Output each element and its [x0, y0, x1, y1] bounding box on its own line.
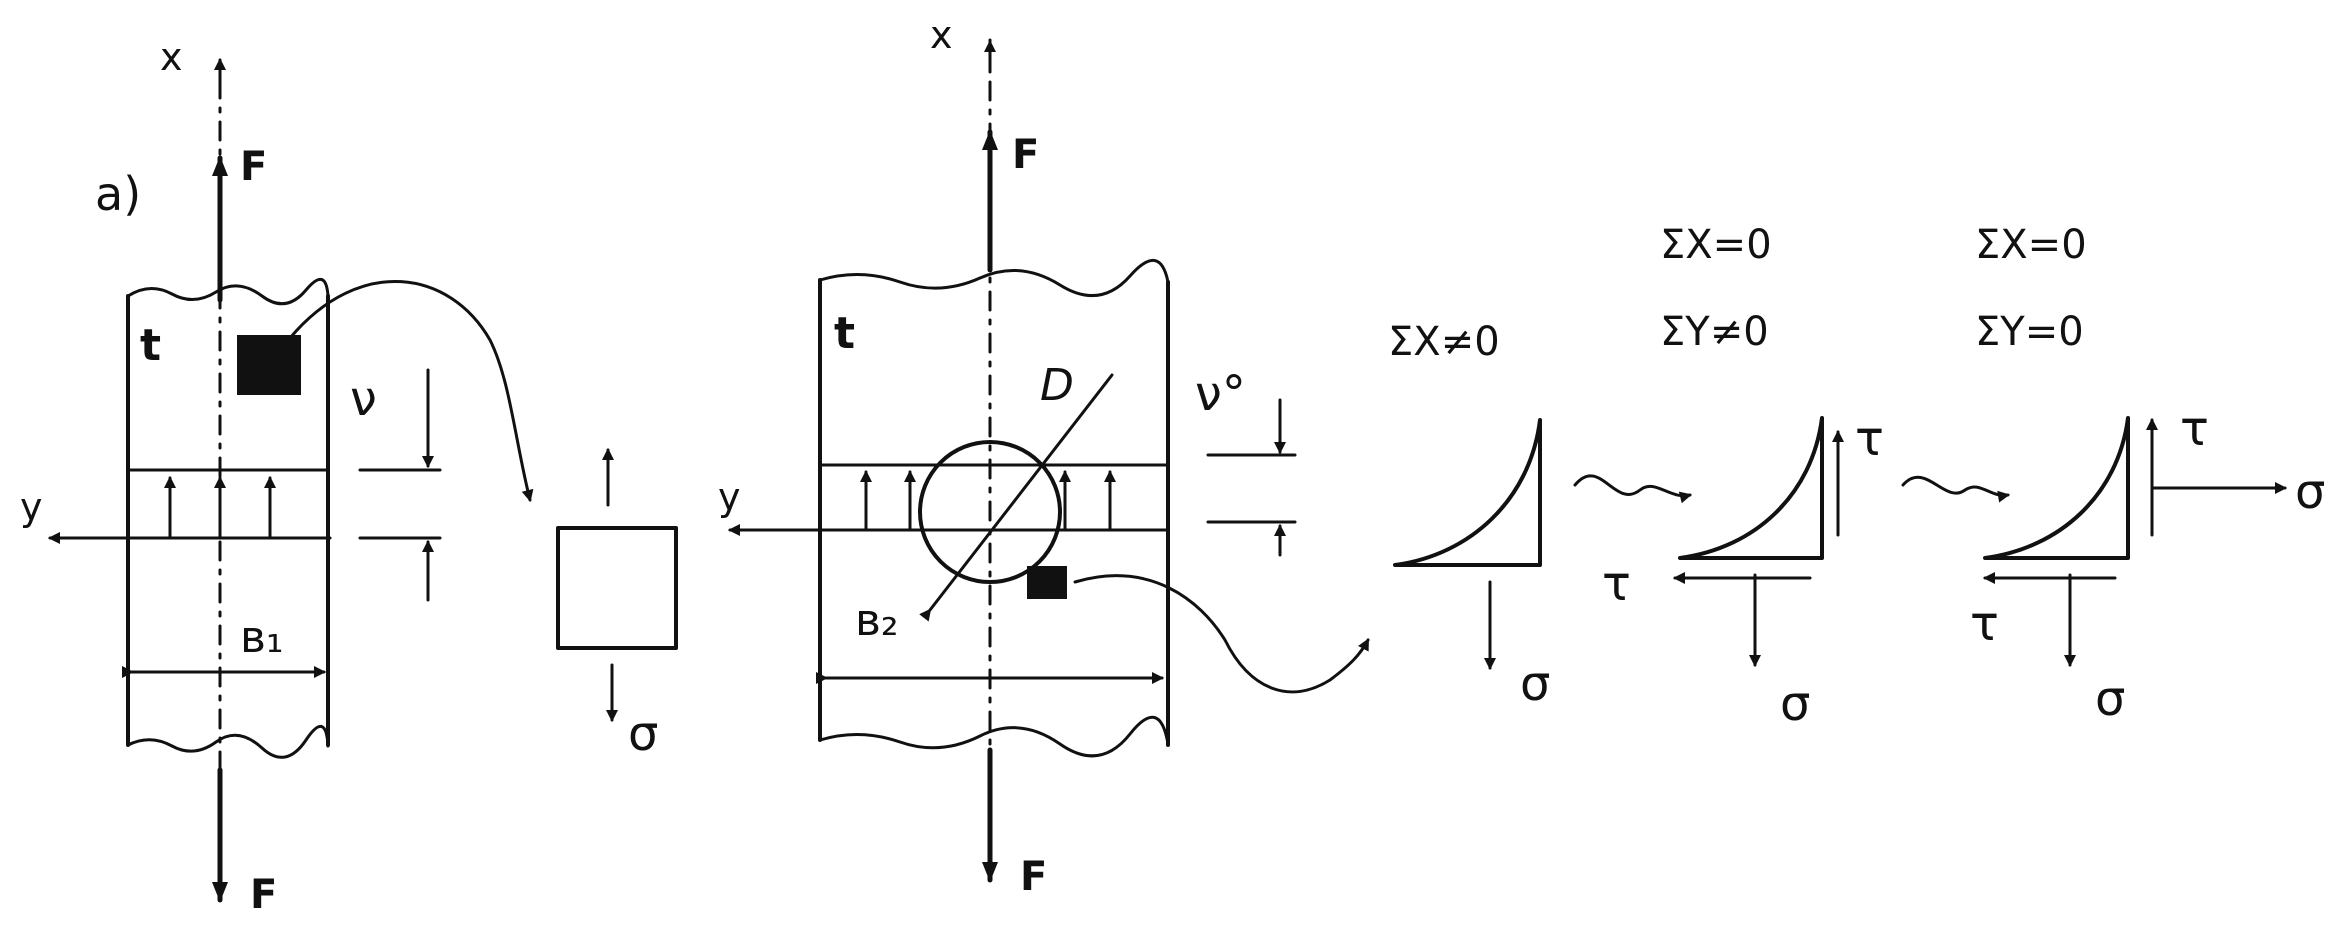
plate2-bottom-break: [818, 715, 1170, 758]
state1-sum-x: ΣX≠0: [1388, 319, 1500, 365]
transition-arrow-2: [1901, 476, 2010, 503]
element-square: [556, 526, 678, 650]
case-a-label: a): [95, 167, 141, 221]
pointer-curve-middle: [1073, 574, 1370, 694]
state2-tau-right-label: τ: [1855, 411, 1884, 467]
pointer-curve-left: [288, 279, 534, 502]
stress-state-2: ΣX=0 ΣY≠0 τ τ σ: [1602, 222, 1884, 732]
stress-state-3: ΣX=0 ΣY=0 τ σ τ σ: [1970, 222, 2325, 727]
nu0-label: ν°: [1195, 366, 1246, 422]
state2-sigma-label: σ: [1780, 676, 1810, 732]
force-label-top-middle: F: [1012, 132, 1039, 178]
plain-plate-group: x F F a) t y в₁ ν: [20, 35, 678, 918]
plate2-top-break: [818, 258, 1170, 298]
nu-label: ν: [350, 371, 377, 427]
y-axis-label-left: y: [20, 485, 43, 529]
state2-element: [1678, 416, 1824, 560]
state1-sigma-label: σ: [1520, 656, 1550, 712]
diameter-line: [919, 373, 1114, 622]
width-label-1: в₁: [240, 612, 284, 663]
state1-element: [1393, 418, 1542, 567]
transition-arrow-1: [1573, 474, 1692, 504]
element-square-filled: [237, 335, 301, 395]
hole-circle: [918, 440, 1062, 584]
force-label-bottom-middle: F: [1020, 854, 1047, 900]
state3-sigma-label: σ: [2095, 671, 2125, 727]
force-label-bottom-left: F: [250, 872, 277, 918]
x-axis-label-left: x: [160, 35, 183, 79]
diameter-label: D: [1040, 360, 1074, 411]
state3-sigma-right-label: σ: [2295, 464, 2325, 520]
sigma-label-element: σ: [628, 706, 658, 762]
state2-sum-x: ΣX=0: [1660, 222, 1772, 268]
y-axis-label-middle: y: [718, 475, 741, 519]
thickness-label-middle: t: [834, 308, 855, 359]
thickness-label-left: t: [140, 320, 161, 371]
state2-tau-bottom-label: τ: [1602, 556, 1631, 612]
plate-with-hole-group: x F F t D y в₂ ν°: [718, 13, 1370, 900]
plate-bottom-break: [126, 725, 330, 759]
state2-sum-y: ΣY≠0: [1660, 309, 1769, 355]
plate-top-break: [126, 278, 330, 306]
force-label-top-left: F: [240, 144, 267, 190]
width-label-2: в₂: [855, 595, 899, 646]
state3-element: [1983, 416, 2130, 560]
element-corner-filled: [1027, 566, 1067, 599]
state3-tau-bottom-label: τ: [1970, 596, 1999, 652]
state3-sum-y: ΣY=0: [1975, 309, 2084, 355]
stress-state-1: ΣX≠0 σ: [1388, 319, 1550, 712]
state3-tau-right-label: τ: [2180, 401, 2209, 457]
x-axis-label-middle: x: [930, 13, 953, 57]
state3-sum-x: ΣX=0: [1975, 222, 2087, 268]
